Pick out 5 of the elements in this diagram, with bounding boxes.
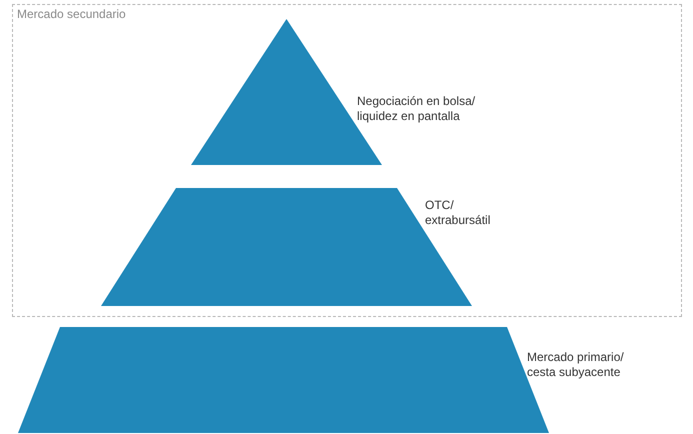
dashed-group-frame (12, 4, 682, 317)
tier-label: OTC/ extrabursátil (425, 198, 492, 228)
group-heading: Mercado secundario (17, 7, 126, 21)
tier-label: Negociación en bolsa/ liquidez en pantalla (357, 94, 476, 124)
tier-label: Mercado primario/ cesta subyacente (527, 350, 625, 380)
